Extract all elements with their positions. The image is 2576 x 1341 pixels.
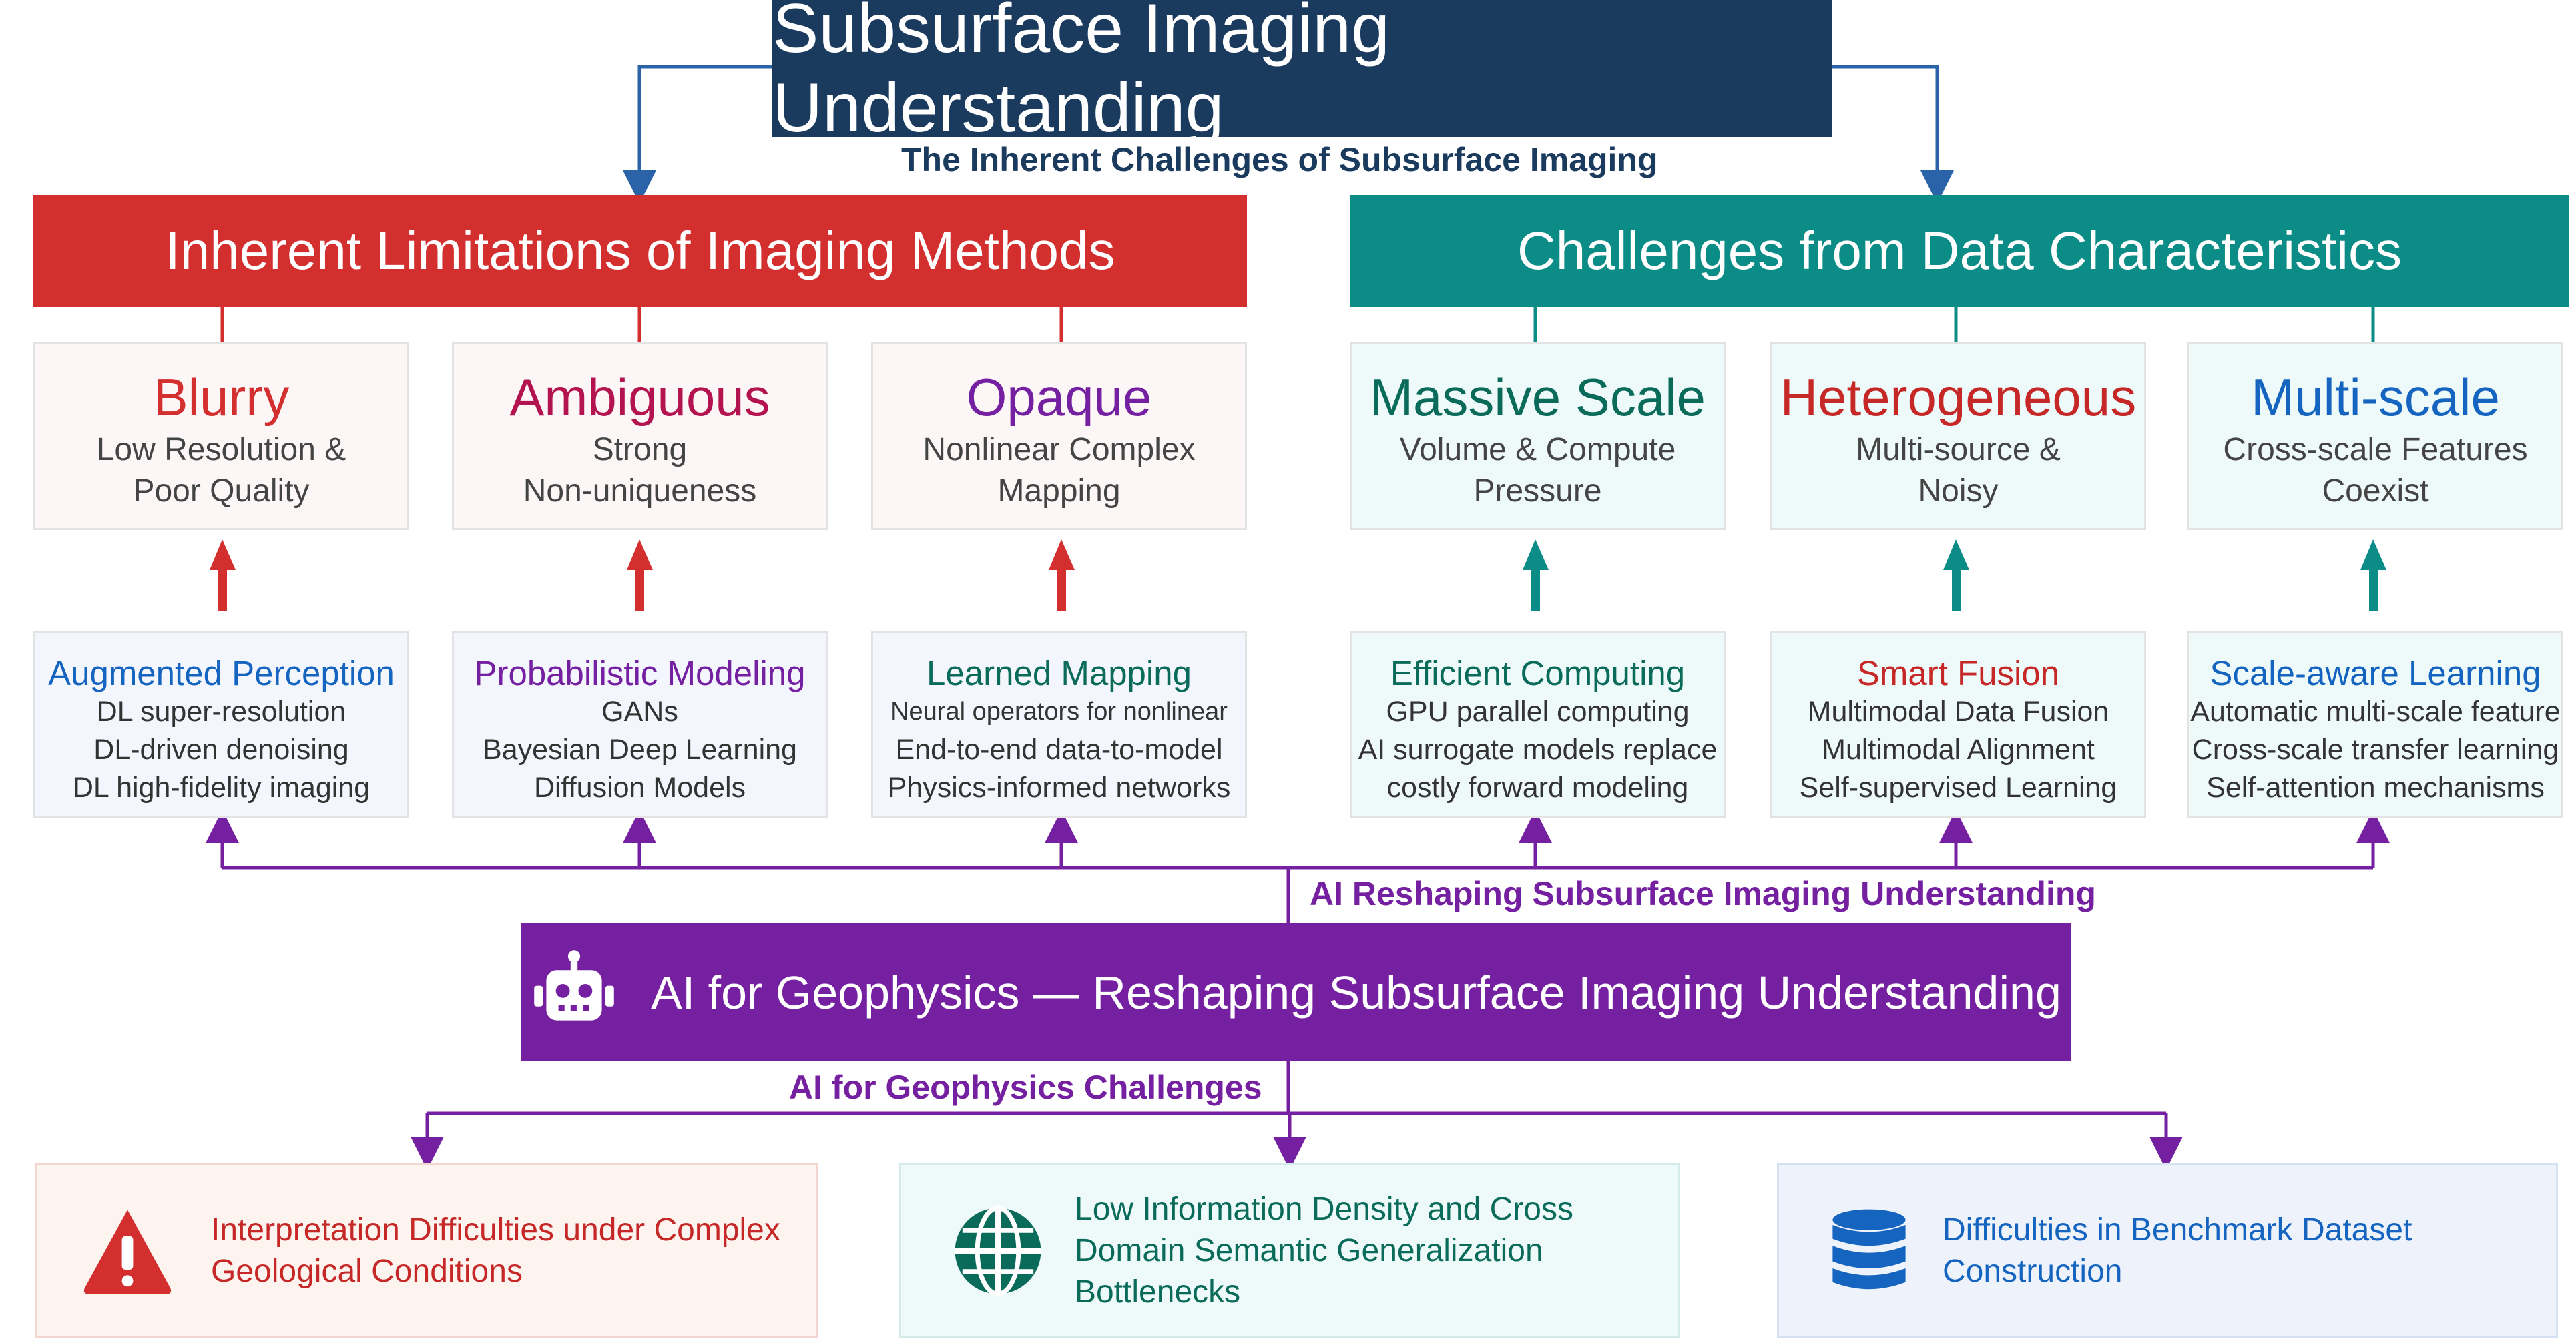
ai-geophysics-box: AI for Geophysics — Reshaping Subsurface… <box>521 923 2071 1061</box>
challenge-card-heterogeneous: Heterogeneous Multi-source & Noisy <box>1770 342 2146 530</box>
bottom-box-interpretation: Interpretation Difficulties under Comple… <box>35 1163 818 1338</box>
challenge-card-massive-scale: Massive Scale Volume & Compute Pressure <box>1350 342 1726 530</box>
data-challenges-header: Challenges from Data Characteristics <box>1350 195 2569 307</box>
ai-challenges-caption: AI for Geophysics Challenges <box>789 1069 1262 1106</box>
challenge-title: Opaque <box>966 368 1152 427</box>
challenge-title: Heterogeneous <box>1780 368 2137 427</box>
challenge-desc-line1: Volume & Compute <box>1399 432 1676 467</box>
challenge-card-multi-scale: Multi-scale Cross-scale Features Coexist <box>2187 342 2563 530</box>
solution-card-augmented-perception: Augmented Perception DL super-resolution… <box>33 631 409 818</box>
solution-title: Learned Mapping <box>927 654 1192 692</box>
challenge-desc-line1: Multi-source & <box>1856 432 2061 467</box>
solution-title: Scale-aware Learning <box>2210 654 2541 692</box>
solution-line: Multimodal Alignment <box>1822 734 2095 766</box>
solution-line: DL-driven denoising <box>93 734 349 766</box>
challenge-desc-line1: Strong <box>592 432 688 467</box>
solution-line: End-to-end data-to-model <box>895 734 1223 766</box>
solution-line: DL high-fidelity imaging <box>72 772 370 804</box>
challenge-desc-line1: Cross-scale Features <box>2223 432 2528 467</box>
solution-card-efficient-computing: Efficient Computing GPU parallel computi… <box>1350 631 1726 818</box>
challenge-title: Blurry <box>153 368 290 427</box>
challenge-desc-line1: Low Resolution & <box>96 432 346 467</box>
solution-title: Augmented Perception <box>48 654 395 692</box>
solution-card-probabilistic-modeling: Probabilistic Modeling GANs Bayesian Dee… <box>452 631 828 818</box>
challenge-desc-line1: Nonlinear Complex <box>923 432 1196 467</box>
solution-line: Automatic multi-scale feature <box>2190 696 2561 728</box>
challenge-card-ambiguous: Ambiguous Strong Non-uniqueness <box>452 342 828 530</box>
solution-card-smart-fusion: Smart Fusion Multimodal Data Fusion Mult… <box>1770 631 2146 818</box>
solution-line: Cross-scale transfer learning <box>2192 734 2559 766</box>
bottom-box-text: Difficulties in Benchmark Dataset Constr… <box>1943 1212 2412 1289</box>
solution-line: GANs <box>601 696 678 728</box>
solution-line: Neural operators for nonlinear <box>890 698 1228 726</box>
solution-title: Probabilistic Modeling <box>474 654 806 692</box>
globe-icon <box>955 1205 1041 1296</box>
challenge-card-opaque: Opaque Nonlinear Complex Mapping <box>871 342 1247 530</box>
challenge-card-blurry: Blurry Low Resolution & Poor Quality <box>33 342 409 530</box>
warning-icon <box>83 1210 172 1294</box>
center-title: AI for Geophysics — Reshaping Subsurface… <box>651 966 2061 1019</box>
solution-line: Self-supervised Learning <box>1799 772 2117 804</box>
solution-line: Physics-informed networks <box>887 772 1231 804</box>
challenge-desc-line2: Noisy <box>1918 473 1999 509</box>
bottom-box-benchmark-dataset: Difficulties in Benchmark Dataset Constr… <box>1777 1163 2558 1338</box>
imaging-limitations-header: Inherent Limitations of Imaging Methods <box>33 195 1247 307</box>
challenge-title: Multi-scale <box>2251 368 2500 427</box>
solution-line: DL super-resolution <box>96 696 346 728</box>
database-icon <box>1832 1209 1906 1290</box>
ai-reshaping-caption: AI Reshaping Subsurface Imaging Understa… <box>1310 875 2096 912</box>
main-title: Subsurface Imaging Understanding <box>772 0 1832 147</box>
solution-title: Efficient Computing <box>1390 654 1686 692</box>
solution-line: GPU parallel computing <box>1386 696 1690 728</box>
solution-line: Self-attention mechanisms <box>2206 772 2545 804</box>
solution-line: Multimodal Data Fusion <box>1807 696 2109 728</box>
bottom-box-information-density: Low Information Density and Cross Domain… <box>899 1163 1680 1338</box>
solution-line: Diffusion Models <box>533 772 746 804</box>
solution-card-learned-mapping: Learned Mapping Neural operators for non… <box>871 631 1247 818</box>
challenge-desc-line2: Mapping <box>997 473 1121 509</box>
challenge-desc-line2: Poor Quality <box>133 473 310 509</box>
challenge-desc-line2: Coexist <box>2322 473 2429 509</box>
solution-title: Smart Fusion <box>1856 654 2060 692</box>
solution-line: Bayesian Deep Learning <box>483 734 797 766</box>
solution-card-scale-aware-learning: Scale-aware Learning Automatic multi-sca… <box>2187 631 2563 818</box>
challenge-title: Ambiguous <box>509 368 770 427</box>
challenge-desc-line2: Non-uniqueness <box>523 473 757 509</box>
solution-line: costly forward modeling <box>1386 772 1689 804</box>
challenge-desc-line2: Pressure <box>1473 473 1602 509</box>
challenges-caption: The Inherent Challenges of Subsurface Im… <box>901 141 1658 178</box>
bottom-box-text: Interpretation Difficulties under Comple… <box>211 1212 780 1289</box>
robot-icon <box>534 949 614 1021</box>
bottom-box-text: Low Information Density and Cross Domain… <box>1075 1191 1573 1310</box>
solution-line: AI surrogate models replace <box>1358 734 1718 766</box>
challenge-title: Massive Scale <box>1370 368 1706 427</box>
